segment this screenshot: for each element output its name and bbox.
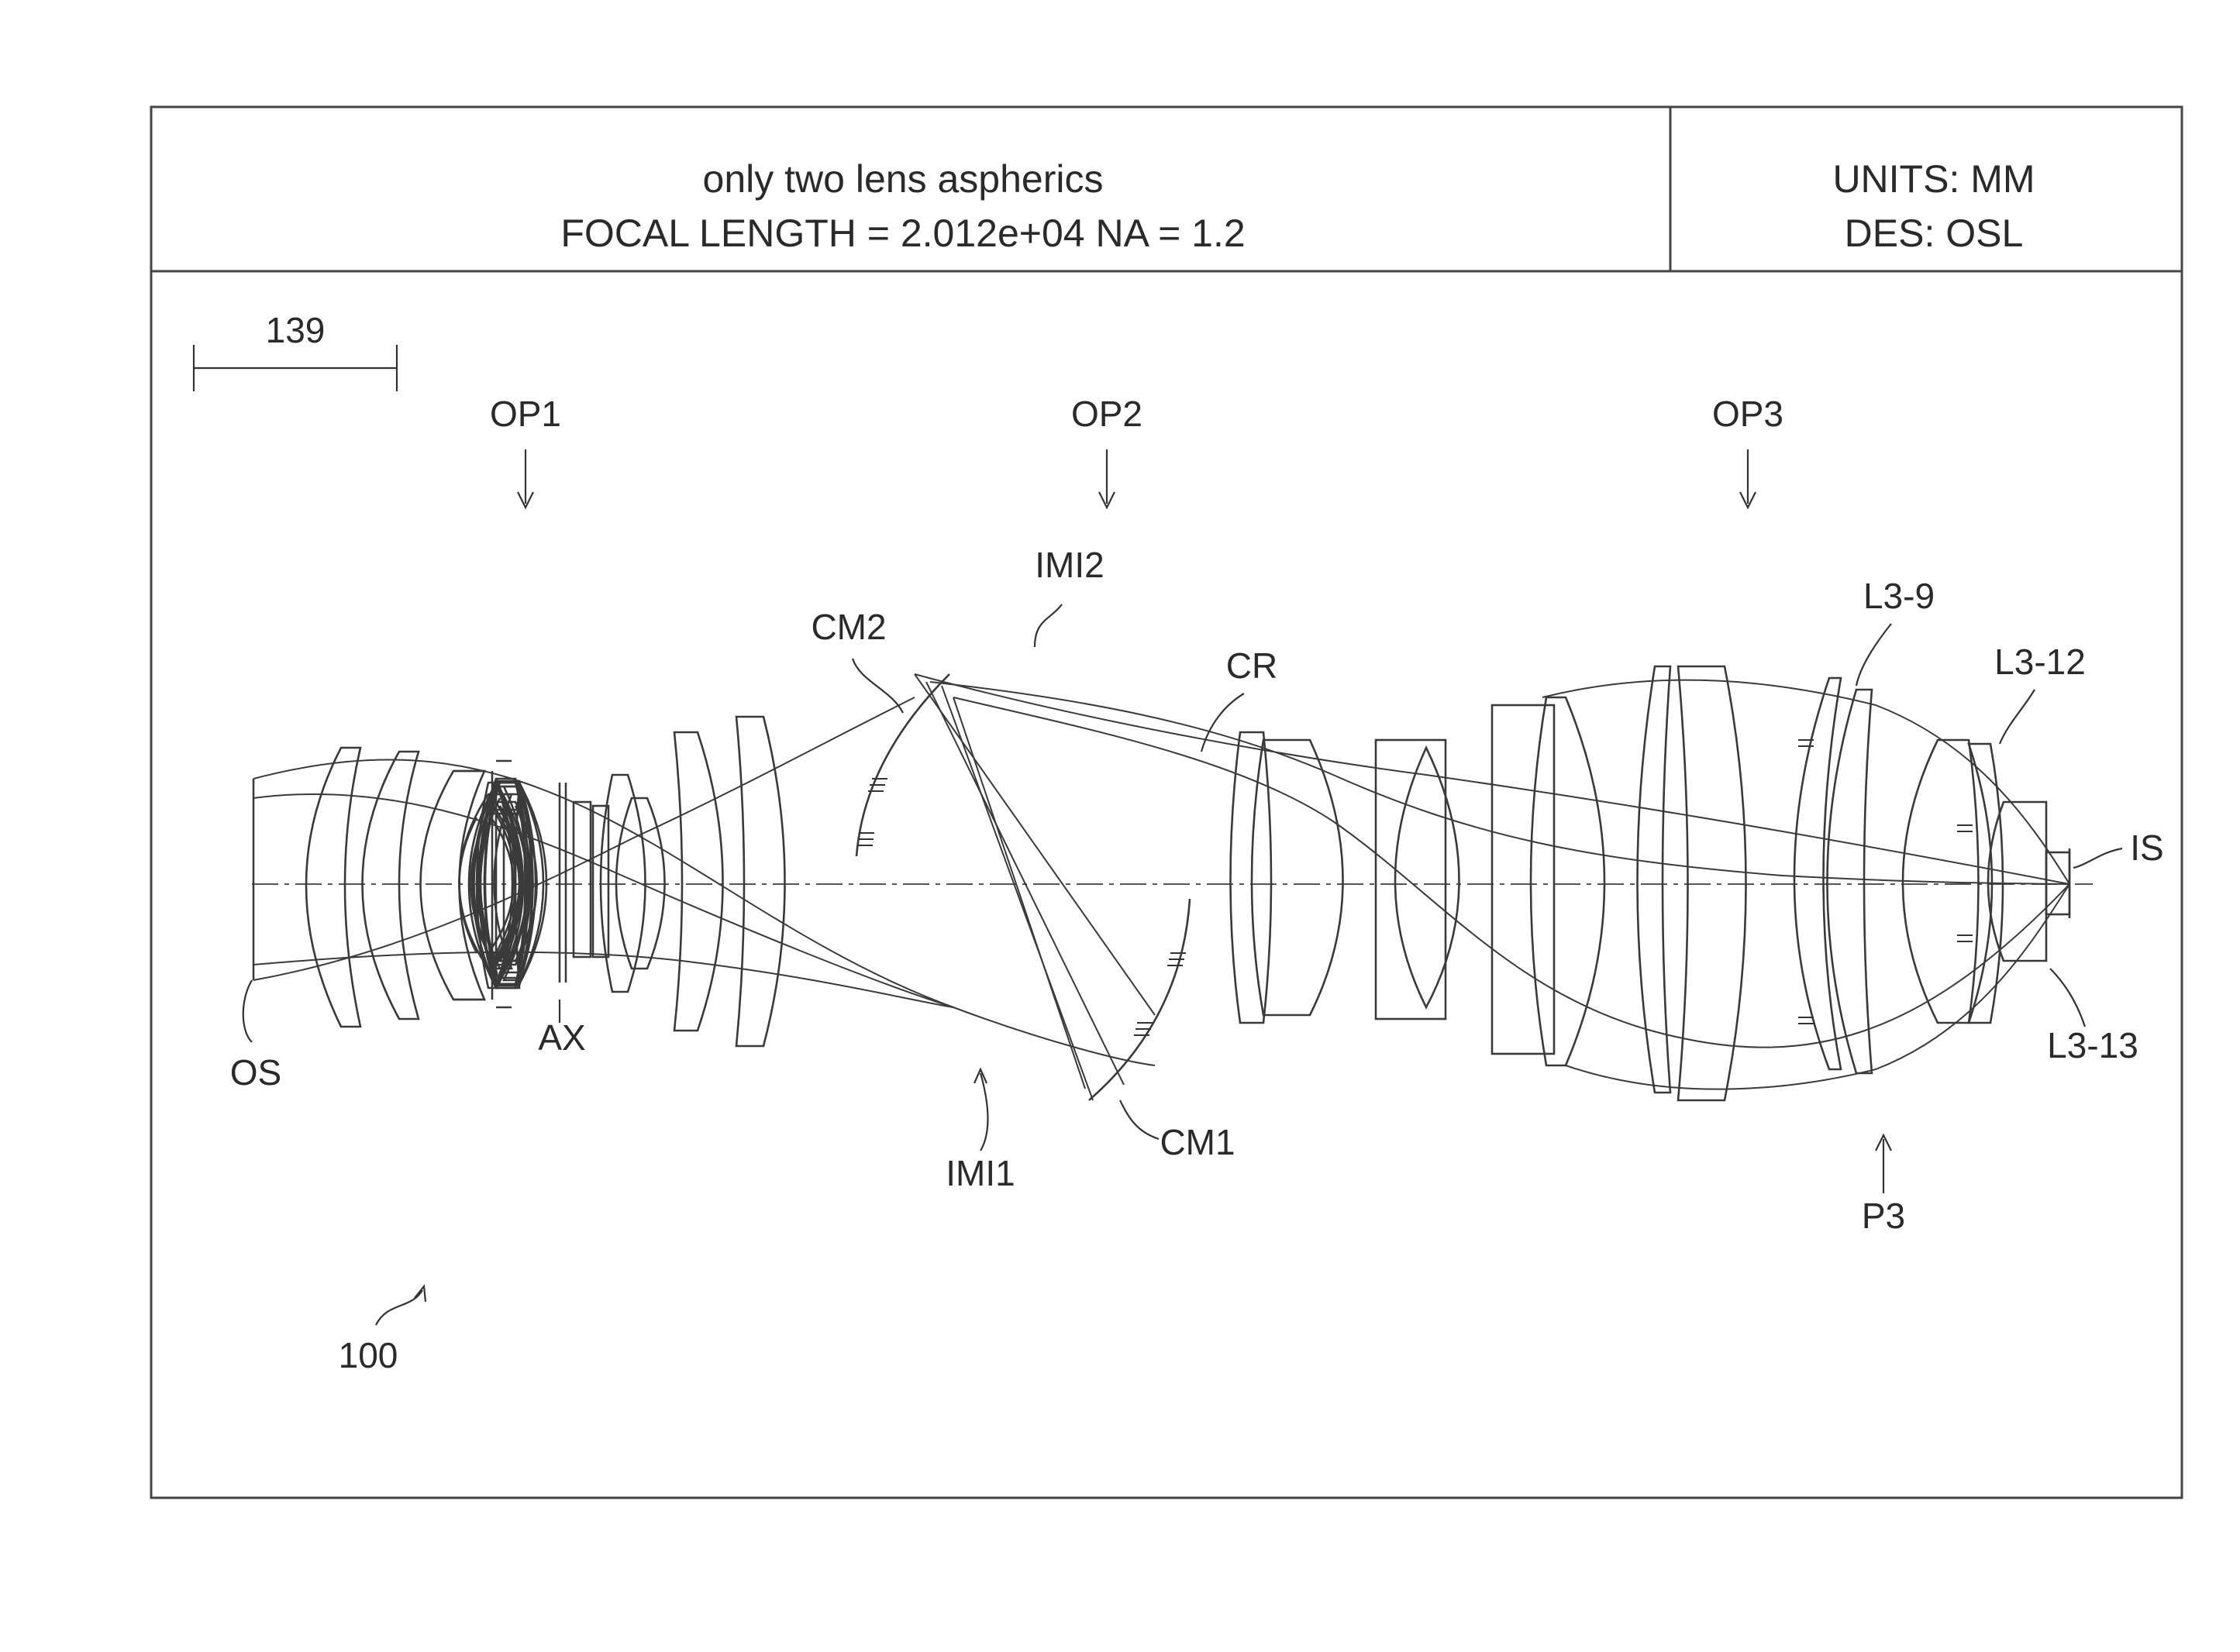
label-l3-12: L3-12 — [1994, 642, 2086, 682]
designer-label: DES: OSL — [1845, 212, 2024, 255]
label-cm2: CM2 — [811, 607, 886, 647]
label-is: IS — [2130, 828, 2163, 868]
figure-frame — [151, 107, 2182, 1498]
label-imi1: IMI1 — [946, 1153, 1015, 1193]
label-op3: OP3 — [1712, 394, 1783, 434]
label-op2: OP2 — [1071, 394, 1142, 434]
label-os: OS — [230, 1052, 281, 1093]
mirror-cm1 — [1089, 899, 1190, 1100]
label-op1: OP1 — [490, 394, 561, 434]
label-l3-9: L3-9 — [1863, 576, 1935, 616]
label-cm1: CM1 — [1160, 1122, 1235, 1162]
scale-bar: 139 — [194, 310, 397, 391]
label-cr: CR — [1226, 645, 1277, 686]
label-imi2: IMI2 — [1035, 545, 1104, 585]
label-ax: AX — [538, 1017, 585, 1058]
title-line-2: FOCAL LENGTH = 2.012e+04 NA = 1.2 — [560, 212, 1245, 255]
units-label: UNITS: MM — [1832, 157, 2035, 201]
label-ref-100: 100 — [339, 1335, 398, 1375]
title-line-1: only two lens aspherics — [703, 157, 1104, 201]
label-l3-13: L3-13 — [2047, 1025, 2138, 1065]
scale-bar-value: 139 — [266, 310, 326, 350]
label-p3: P3 — [1862, 1196, 1905, 1236]
